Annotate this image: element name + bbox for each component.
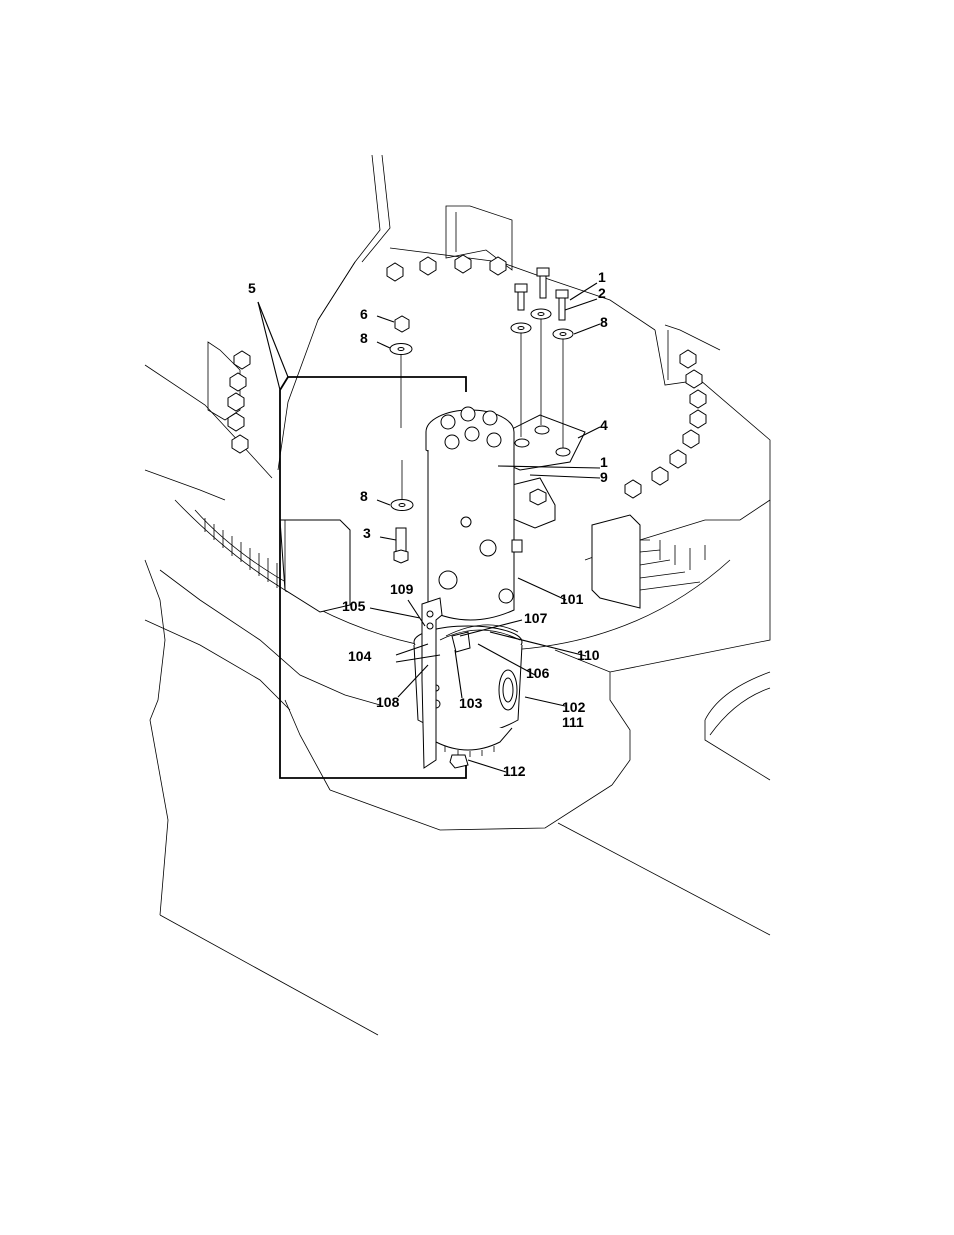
callout-105: 105: [342, 598, 366, 614]
callout-108: 108: [376, 694, 400, 710]
ring-gear-left: [195, 510, 350, 612]
callout-109: 109: [390, 581, 414, 597]
bolt-circle-right: [625, 350, 706, 498]
bolt-circle-top: [387, 255, 506, 281]
callout-8b: 8: [600, 314, 608, 330]
ring-gear-right: [592, 515, 705, 608]
callout-8c: 8: [360, 488, 368, 504]
callout-107: 107: [524, 610, 548, 626]
callout-5: 5: [248, 280, 256, 296]
bolt-circle-left: [228, 351, 250, 453]
callout-111: 111: [562, 714, 584, 730]
callout-101: 101: [560, 591, 584, 607]
callout-104: 104: [348, 648, 372, 664]
callout-4: 4: [600, 417, 608, 433]
callout-106: 106: [526, 665, 550, 681]
rotary-coupling: [414, 407, 522, 768]
callout-1b: 1: [600, 454, 608, 470]
callout-3: 3: [363, 525, 371, 541]
callout-102: 102: [562, 699, 586, 715]
callout-1a: 1: [598, 269, 606, 285]
callout-9: 9: [600, 469, 608, 485]
callout-110: 110: [577, 647, 600, 663]
callout-112: 112: [503, 763, 526, 779]
callout-6: 6: [360, 306, 368, 322]
callout-8a: 8: [360, 330, 368, 346]
callout-2: 2: [598, 285, 606, 301]
callout-103: 103: [459, 695, 483, 711]
